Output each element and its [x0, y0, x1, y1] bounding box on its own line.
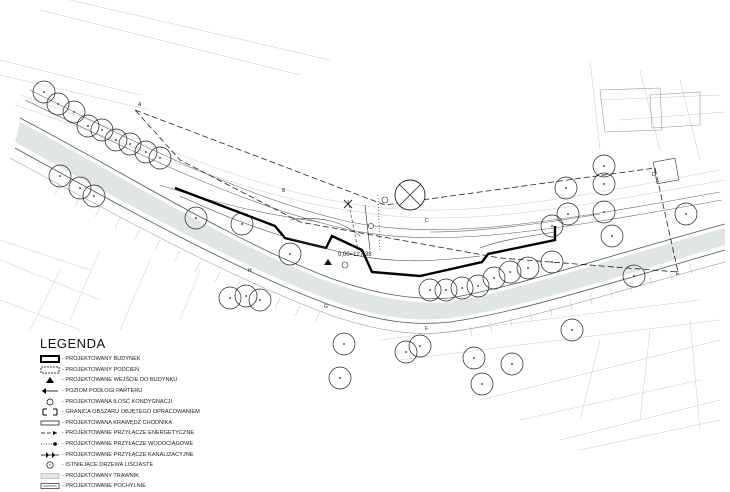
- tree-icon: [408, 334, 432, 358]
- tree-icon: [540, 214, 564, 238]
- upper-street: [24, 89, 723, 238]
- tree-icon: [482, 266, 506, 290]
- svg-text:G: G: [324, 304, 328, 310]
- legend-item: - PROJEKTOWANA KRAWĘDŹ CHODNIKA: [38, 418, 338, 429]
- legend-item: - PROJEKTOWANY PODCIEŃ: [38, 365, 338, 376]
- svg-text:A: A: [138, 102, 142, 108]
- tree-icon: [134, 140, 158, 164]
- tree-icon: [230, 212, 254, 236]
- legend-item: - GRANICA OBSZARU OBJĘTEGO OPRACOWANIEM: [38, 407, 338, 418]
- tree-icon: [516, 256, 540, 280]
- legend-item: - PROJEKTOWANA ILOŚĆ KONDYGNACJI: [38, 396, 338, 407]
- tree-icon: [62, 100, 86, 124]
- tree-icon: [184, 206, 208, 230]
- svg-text:E: E: [676, 271, 680, 277]
- boundary-dash-icon: [38, 407, 62, 417]
- tree-icon: [32, 80, 56, 104]
- tree-icon: [540, 250, 564, 274]
- floor-level-icon: [38, 386, 62, 396]
- tree-icon: [248, 288, 272, 312]
- tree-icon: [234, 284, 258, 308]
- legend: LEGENDA - PROJEKTOWANY BUDYNEK - PROJEKT…: [38, 336, 338, 492]
- svg-text:F: F: [425, 326, 428, 332]
- site-plan: 0,00=127,38 A B C D E F G H: [0, 0, 726, 451]
- tree-icon: [560, 318, 584, 342]
- tree-icon: [622, 264, 646, 288]
- tree-icon: [90, 118, 114, 142]
- tree-icon: [68, 176, 92, 200]
- tree-icon: [592, 200, 616, 224]
- existing-trees: [32, 80, 698, 396]
- svg-text:B: B: [282, 188, 286, 194]
- tree-icon: [592, 154, 616, 178]
- water-line-icon: [38, 439, 62, 449]
- tree-icon: [418, 278, 442, 302]
- tree-icon: [332, 332, 356, 356]
- utility-connections: [343, 194, 389, 251]
- legend-item: - PROJEKTOWANE PRZYŁĄCZE ENERGETYCZNE: [38, 428, 338, 439]
- tree-icon: [218, 286, 242, 310]
- legend-item: - PROJEKTOWANE PRZYŁĄCZE KANALIZACYJNE: [38, 449, 338, 460]
- tree-icon: [466, 274, 490, 298]
- tree-icon: [556, 202, 580, 226]
- legend-item: - PROJEKTOWANE PRZYŁĄCZE WODOCIĄGOWE: [38, 439, 338, 450]
- legend-title: LEGENDA: [40, 336, 106, 351]
- tree-icon: [674, 202, 698, 226]
- tree-icon: [498, 260, 522, 284]
- legend-item: - PROJEKTOWANE WEJŚCIE DO BUDYNKU: [38, 375, 338, 386]
- tree-icon: [46, 92, 70, 116]
- entrance-triangle-icon: [38, 375, 62, 385]
- tree-icon: [38, 460, 62, 470]
- context-linework: [0, 0, 726, 451]
- storey-count-icon: [38, 397, 62, 407]
- tree-icon: [118, 132, 142, 156]
- legend-item: - PROJEKTOWANE POCHYLNIE: [38, 481, 338, 492]
- storey-count-icon: [341, 261, 349, 269]
- svg-text:C: C: [425, 218, 429, 224]
- tree-icon: [328, 366, 352, 390]
- legend-item: - PROJEKTOWANY BUDYNEK: [38, 354, 338, 365]
- svg-text:D: D: [652, 172, 656, 178]
- power-line-icon: [38, 428, 62, 438]
- neighbouring-buildings: [599, 87, 701, 185]
- entrance-triangle-icon: [324, 259, 332, 265]
- tree-icon: [600, 224, 624, 248]
- sewer-line-icon: [38, 450, 62, 460]
- tree-icon: [500, 352, 524, 376]
- tree-icon: [394, 340, 418, 364]
- section-markers: A B C D E F G H: [138, 102, 680, 332]
- tree-centres: [43, 91, 687, 385]
- tree-icon: [82, 184, 106, 208]
- road-edges: [9, 117, 726, 334]
- lawn-icon: [38, 471, 62, 481]
- tree-icon: [554, 176, 578, 200]
- tree-icon: [278, 242, 302, 266]
- tree-icon: [104, 128, 128, 152]
- svg-text:H: H: [248, 268, 252, 274]
- arcade-icon: [38, 365, 62, 375]
- sidewalk-edge-icon: [38, 418, 62, 428]
- ramp-icon: [38, 481, 62, 491]
- tree-icon: [76, 114, 100, 138]
- elevation-label: 0,00=127,38: [338, 252, 372, 258]
- tree-icon: [434, 278, 458, 302]
- tree-icon: [462, 346, 486, 370]
- legend-item: - POZIOM PODŁOGI PARTERU: [38, 386, 338, 397]
- tree-icon: [592, 172, 616, 196]
- tree-icon: [48, 164, 72, 188]
- tree-icon: [148, 146, 172, 170]
- legend-item: - PROJEKTOWANY TRAWNIK: [38, 471, 338, 482]
- tree-icon: [450, 276, 474, 300]
- building-outline-icon: [38, 354, 62, 364]
- tree-icon: [470, 372, 494, 396]
- legend-item: - ISTNIEJĄCE DRZEWA LIŚCIASTE: [38, 460, 338, 471]
- north-arrow-icon: [394, 179, 426, 211]
